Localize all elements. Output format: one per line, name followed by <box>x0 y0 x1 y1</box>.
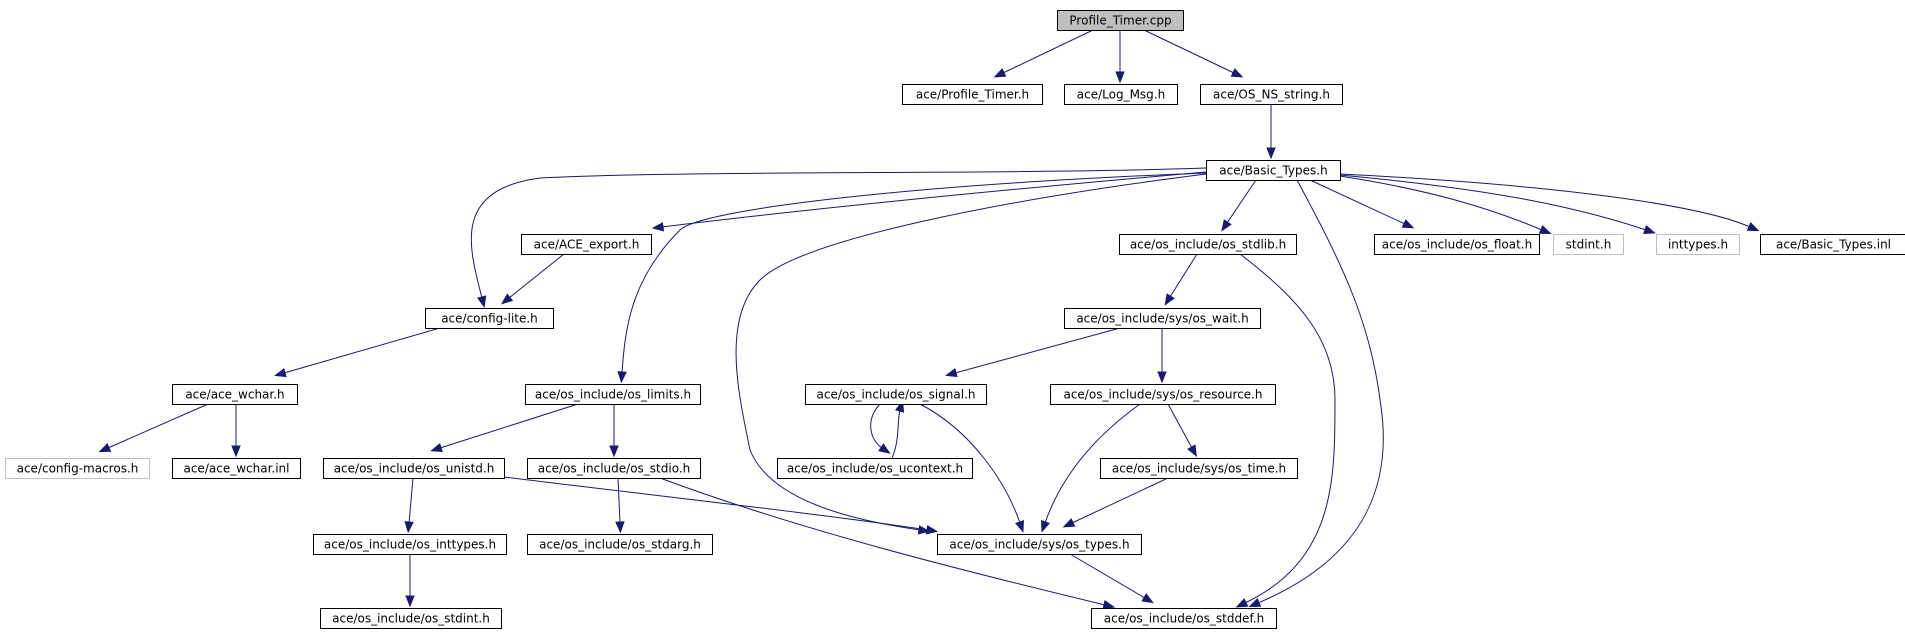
edge-ace-ace-export-h-to-ace-config-lite-h <box>500 253 565 305</box>
node-ace-profile-timer-h[interactable]: ace/Profile_Timer.h <box>902 84 1043 105</box>
edge-ace-os-ucontext-h-to-ace-os-signal-h <box>891 400 905 459</box>
node-ace-os-unistd-h[interactable]: ace/os_include/os_unistd.h <box>323 458 505 479</box>
edge-ace-config-lite-h-to-ace-ace-wchar-h <box>274 327 441 378</box>
node-label: ace/os_include/os_unistd.h <box>334 462 495 476</box>
node-label: ace/Basic_Types.h <box>1219 164 1327 178</box>
node-label: ace/os_include/sys/os_types.h <box>949 538 1129 552</box>
node-inttypes-h: inttypes.h <box>1656 234 1740 255</box>
edge-ace-os-unistd-h-to-ace-os-inttypes-h <box>404 477 414 534</box>
nodes-layer: Profile_Timer.cpp ace/Profile_Timer.h ace/… <box>5 10 1905 629</box>
node-label: ace/os_include/os_limits.h <box>535 388 691 402</box>
node-label: Profile_Timer.cpp <box>1069 14 1171 28</box>
node-label: ace/Profile_Timer.h <box>916 88 1029 102</box>
edge-ace-basic-types-h-to-ace-os-limits-h <box>617 172 1207 384</box>
node-label: inttypes.h <box>1668 238 1728 252</box>
edge-ace-basic-types-h-to-ace-basic-types-inl <box>1339 173 1760 232</box>
node-label: ace/ace_wchar.inl <box>183 462 289 476</box>
edge-ace-sys-os-wait-h-to-ace-sys-os-resource-h <box>1157 328 1167 384</box>
edge-ace-basic-types-h-to-ace-config-lite-h <box>470 167 1207 309</box>
edge-ace-sys-os-time-h-to-ace-sys-os-types-h <box>1062 477 1169 528</box>
node-ace-sys-os-types-h[interactable]: ace/os_include/sys/os_types.h <box>937 534 1142 555</box>
node-label: ace/os_include/sys/os_time.h <box>1112 462 1286 476</box>
edges-layer <box>98 29 1760 610</box>
edge-ace-os-unistd-h-to-ace-sys-os-types-h <box>503 476 939 535</box>
edge-ace-ace-wchar-h-to-ace-ace-wchar-inl <box>231 404 241 458</box>
node-ace-os-stddef-h[interactable]: ace/os_include/os_stddef.h <box>1091 608 1277 629</box>
node-ace-os-float-h[interactable]: ace/os_include/os_float.h <box>1374 234 1540 255</box>
edge-ace-basic-types-h-to-ace-os-float-h <box>1309 179 1415 229</box>
node-ace-ace-export-h[interactable]: ace/ACE_export.h <box>521 234 652 255</box>
node-label: ace/ace_wchar.h <box>185 388 284 402</box>
node-ace-sys-os-time-h[interactable]: ace/os_include/sys/os_time.h <box>1100 458 1298 479</box>
node-ace-os-stdio-h[interactable]: ace/os_include/os_stdio.h <box>527 458 701 479</box>
edge-ace-os-signal-h-to-ace-sys-os-types-h <box>919 403 1024 533</box>
edge-profile-timer-cpp-to-ace-profile-timer-h <box>993 29 1094 78</box>
edge-ace-basic-types-h-to-inttypes-h <box>1339 174 1656 235</box>
edge-ace-os-ns-string-h-to-ace-basic-types-h <box>1266 104 1276 160</box>
node-ace-ace-wchar-h[interactable]: ace/ace_wchar.h <box>172 384 298 405</box>
node-label: ace/os_include/os_ucontext.h <box>787 462 963 476</box>
edge-ace-ace-wchar-h-to-ace-config-macros-h <box>98 403 209 453</box>
node-label: ace/config-macros.h <box>17 462 139 476</box>
edge-ace-os-stdlib-h-to-ace-sys-os-wait-h <box>1164 253 1198 306</box>
edge-ace-os-inttypes-h-to-ace-os-stdint-h <box>405 554 415 608</box>
edge-profile-timer-cpp-to-ace-os-ns-string-h <box>1143 29 1244 78</box>
node-label: stdint.h <box>1566 238 1612 252</box>
node-label: ace/os_include/os_stdlib.h <box>1130 238 1286 252</box>
node-label: ace/Log_Msg.h <box>1077 88 1165 102</box>
edge-ace-sys-os-wait-h-to-ace-os-signal-h <box>945 327 1121 378</box>
edge-ace-os-stdio-h-to-ace-os-stddef-h <box>659 477 1116 610</box>
node-ace-os-signal-h[interactable]: ace/os_include/os_signal.h <box>805 384 987 405</box>
edge-ace-basic-types-h-to-ace-os-stddef-h <box>1248 179 1384 608</box>
node-stdint-h: stdint.h <box>1553 234 1624 255</box>
edge-ace-sys-os-resource-h-to-ace-sys-os-time-h <box>1167 403 1197 458</box>
node-ace-os-stdarg-h[interactable]: ace/os_include/os_stdarg.h <box>527 534 713 555</box>
edge-ace-os-signal-h-to-ace-os-ucontext-h <box>870 403 891 454</box>
node-label: ace/os_include/os_stddef.h <box>1104 612 1264 626</box>
edge-ace-basic-types-h-to-ace-os-stdlib-h <box>1221 179 1257 232</box>
edge-ace-sys-os-resource-h-to-ace-sys-os-types-h <box>1041 403 1141 533</box>
node-ace-os-inttypes-h[interactable]: ace/os_include/os_inttypes.h <box>313 534 507 555</box>
node-label: ace/os_include/os_inttypes.h <box>324 538 496 552</box>
node-ace-basic-types-h[interactable]: ace/Basic_Types.h <box>1206 160 1341 181</box>
node-label: ace/os_include/os_stdarg.h <box>539 538 701 552</box>
node-ace-os-ns-string-h[interactable]: ace/OS_NS_string.h <box>1200 84 1343 105</box>
edge-profile-timer-cpp-to-ace-log-msg-h <box>1115 30 1125 84</box>
edge-ace-basic-types-h-to-ace-sys-os-types-h <box>735 173 1207 535</box>
node-ace-os-ucontext-h[interactable]: ace/os_include/os_ucontext.h <box>777 458 973 479</box>
node-label: ace/config-lite.h <box>441 312 538 326</box>
node-ace-config-lite-h[interactable]: ace/config-lite.h <box>425 308 554 329</box>
edge-ace-os-stdlib-h-to-ace-os-stddef-h <box>1235 253 1336 608</box>
node-label: ace/os_include/sys/os_resource.h <box>1063 388 1262 402</box>
node-label: ace/os_include/os_stdint.h <box>332 612 490 626</box>
node-ace-sys-os-wait-h[interactable]: ace/os_include/sys/os_wait.h <box>1064 308 1261 329</box>
node-ace-os-stdint-h[interactable]: ace/os_include/os_stdint.h <box>320 608 502 629</box>
node-ace-os-stdlib-h[interactable]: ace/os_include/os_stdlib.h <box>1119 234 1297 255</box>
edge-ace-sys-os-types-h-to-ace-os-stddef-h <box>1069 553 1154 604</box>
node-label: ace/os_include/os_stdio.h <box>538 462 691 476</box>
node-label: ace/os_include/sys/os_wait.h <box>1076 312 1248 326</box>
edge-ace-basic-types-h-to-stdint-h <box>1339 175 1552 235</box>
node-ace-basic-types-inl[interactable]: ace/Basic_Types.inl <box>1760 234 1905 255</box>
node-ace-sys-os-resource-h[interactable]: ace/os_include/sys/os_resource.h <box>1050 384 1276 405</box>
node-label: ace/os_include/os_float.h <box>1382 238 1532 252</box>
edge-ace-basic-types-h-to-ace-ace-export-h <box>651 171 1207 232</box>
node-label: ace/OS_NS_string.h <box>1213 88 1330 102</box>
node-ace-os-limits-h[interactable]: ace/os_include/os_limits.h <box>525 384 701 405</box>
edge-ace-os-stdio-h-to-ace-os-stdarg-h <box>615 477 625 534</box>
node-label: ace/ACE_export.h <box>534 238 640 252</box>
node-profile-timer-cpp[interactable]: Profile_Timer.cpp <box>1057 10 1184 31</box>
edge-ace-os-limits-h-to-ace-os-stdio-h <box>609 404 619 458</box>
node-ace-ace-wchar-inl[interactable]: ace/ace_wchar.inl <box>172 458 301 479</box>
node-ace-log-msg-h[interactable]: ace/Log_Msg.h <box>1064 84 1178 105</box>
node-label: ace/os_include/os_signal.h <box>817 388 976 402</box>
edge-ace-os-limits-h-to-ace-os-unistd-h <box>430 403 579 453</box>
node-label: ace/Basic_Types.inl <box>1776 238 1891 252</box>
node-ace-config-macros-h: ace/config-macros.h <box>5 458 150 479</box>
